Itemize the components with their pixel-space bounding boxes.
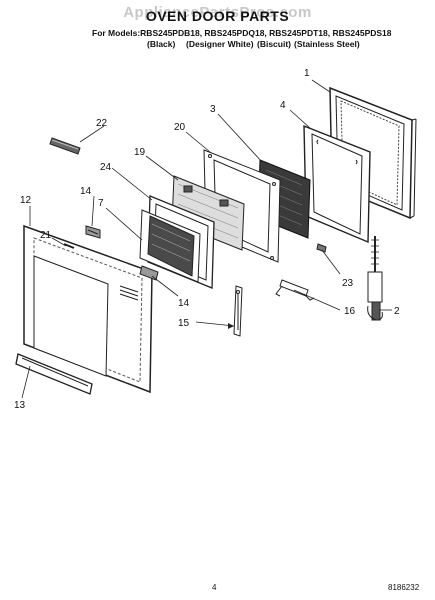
part-latch-bracket — [275, 279, 315, 301]
part-clip-upper — [85, 225, 101, 239]
callout-22: 22 — [96, 118, 108, 129]
part-inner-door — [23, 224, 153, 394]
callout-12: 12 — [20, 195, 32, 206]
variant-black: (Black) — [147, 39, 176, 49]
part-inner-glass — [139, 209, 201, 283]
variant-designer-white: (Designer White) — [186, 39, 254, 49]
variant-stainless: (Stainless Steel) — [294, 39, 360, 49]
part-hinge-strip — [233, 285, 243, 337]
variant-biscuit: (Biscuit) — [257, 39, 291, 49]
callout-1: 1 — [304, 68, 310, 79]
callout-7: 7 — [98, 198, 104, 209]
callout-21: 21 — [40, 230, 52, 241]
callout-20: 20 — [174, 122, 186, 133]
callout-13: 13 — [14, 400, 26, 411]
callout-2: 2 — [394, 306, 400, 317]
callout-4: 4 — [280, 100, 286, 111]
part-bracket-22 — [49, 137, 81, 155]
leader-lines — [21, 79, 392, 399]
part-clip-lower — [139, 265, 159, 281]
part-door-handle — [15, 353, 93, 395]
page-title: OVEN DOOR PARTS — [145, 8, 290, 24]
callout-23: 23 — [342, 278, 354, 289]
callout-16: 16 — [344, 306, 356, 317]
page-number: 4 — [212, 583, 217, 592]
callout-19: 19 — [134, 147, 146, 158]
callout-14-lower: 14 — [178, 298, 190, 309]
models-line: For Models:RBS245PDB18, RBS245PDQ18, RBS… — [92, 28, 392, 38]
callout-15: 15 — [178, 318, 190, 329]
part-screw — [316, 243, 327, 253]
callout-3: 3 — [210, 104, 216, 115]
watermark: AppliancePartsPros.com — [123, 4, 312, 21]
callout-14-upper: 14 — [80, 186, 92, 197]
part-hinge-assembly — [367, 236, 383, 321]
callout-24: 24 — [100, 162, 112, 173]
document-code: 8186232 — [388, 583, 420, 592]
